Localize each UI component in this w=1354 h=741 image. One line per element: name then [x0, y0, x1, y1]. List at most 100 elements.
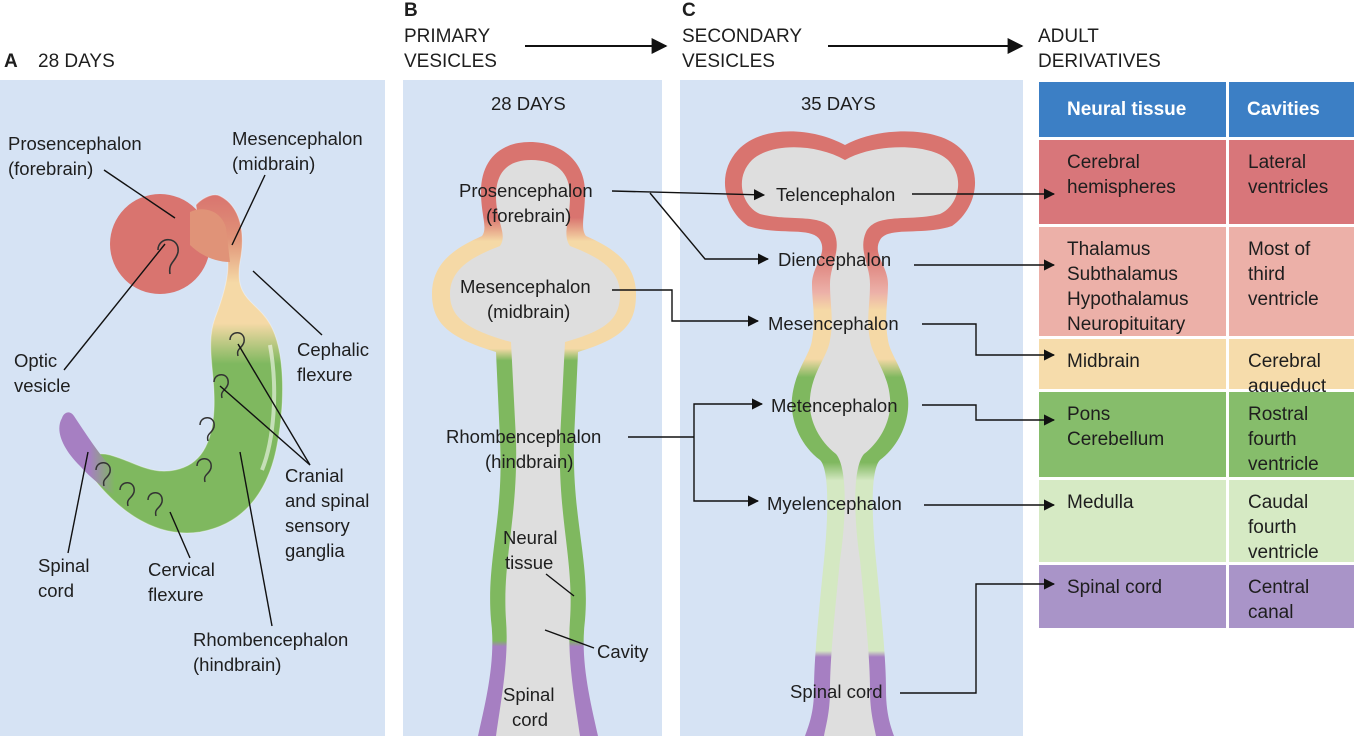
table-cell-cavity-bg	[1229, 227, 1354, 336]
table-cell-cavity-text: ventricle	[1248, 454, 1319, 475]
table-cell-cavity-bg	[1229, 140, 1354, 224]
b-spinal-cord-label-1: Spinal	[503, 684, 554, 705]
arrow-spinal-cord-spinal	[900, 578, 1056, 694]
embryo-spinal-cord	[59, 412, 160, 506]
table-cell-neural-text: Midbrain	[1067, 351, 1140, 372]
panel-c-age: 35 DAYS	[801, 93, 876, 114]
table-cell-cavity-text: third	[1248, 264, 1285, 285]
table-cell-cavity-bg	[1229, 565, 1354, 628]
table-cell-neural-bg	[1039, 227, 1226, 336]
panel-c-title-line-1: SECONDARY	[682, 26, 802, 47]
derivatives-table: Neural tissue Cavities Cerebral hemispher…	[1039, 82, 1354, 628]
b-rhombencephalon-label-1: Rhombencephalon	[446, 426, 601, 447]
panel-a-embryo	[59, 194, 283, 534]
a-mesencephalon-label-2: (midbrain)	[232, 153, 315, 174]
table-cell-neural-text: Hypothalamus	[1067, 289, 1188, 310]
table-header-cavities-text: Cavities	[1247, 99, 1320, 120]
panel-a-background	[0, 80, 385, 736]
arrow-mesencephalon-midbrain	[922, 323, 1056, 361]
table-cell-cavity-text: canal	[1248, 602, 1293, 623]
arrow-mesencephalon-mesencephalon	[612, 289, 760, 327]
a-prosencephalon-label-1: Prosencephalon	[8, 133, 142, 154]
table-cell-cavity-text: ventricle	[1248, 289, 1319, 310]
arrow-prosencephalon-telencephalon	[611, 189, 766, 201]
table-cell-cavity-text: ventricles	[1248, 177, 1328, 198]
a-ganglia-label-2: and spinal	[285, 490, 369, 511]
b-prosencephalon-label-1: Prosencephalon	[459, 180, 593, 201]
table-cell-cavity-text: Caudal	[1248, 492, 1308, 513]
table-cell-neural-text: Pons	[1067, 404, 1110, 425]
b-prosencephalon-label-2: (forebrain)	[486, 205, 571, 226]
table-cell-neural-bg	[1039, 392, 1226, 477]
a-cervical-flexure-label-1: Cervical	[148, 559, 215, 580]
table-cell-cavity-bg	[1229, 339, 1354, 389]
a-ganglia-label-3: sensory	[285, 515, 351, 536]
panel-b-letter: B	[404, 0, 418, 21]
panel-a-leader-lines	[63, 169, 323, 627]
panel-c-cavity	[741, 147, 959, 736]
table-cell-neural-bg	[1039, 140, 1226, 224]
panel-c-title-line-2: VESICLES	[682, 51, 775, 72]
connector-arrows	[611, 188, 1056, 694]
table-cell-cavity-text: aqueduct	[1248, 376, 1327, 397]
b-rhombencephalon-label-2: (hindbrain)	[485, 451, 573, 472]
b-neural-tissue-label-2: tissue	[505, 552, 553, 573]
a-cephalic-flexure-label-1: Cephalic	[297, 339, 369, 360]
c-metencephalon-label: Metencephalon	[771, 395, 898, 416]
table-cell-cavity-text: fourth	[1248, 429, 1297, 450]
table-cell-cavity-text: ventricle	[1248, 542, 1319, 563]
a-prosencephalon-label-2: (forebrain)	[8, 158, 93, 179]
b-spinal-cord-label-2: cord	[512, 709, 548, 730]
a-rhombencephalon-label-1: Rhombencephalon	[193, 629, 348, 650]
table-cell-neural-bg	[1039, 480, 1226, 562]
table-cell-neural-text: Subthalamus	[1067, 264, 1178, 285]
c-diencephalon-label: Diencephalon	[778, 249, 891, 270]
a-cervical-flexure-label-2: flexure	[148, 584, 204, 605]
panel-d-title-line-2: DERIVATIVES	[1038, 51, 1161, 72]
embryo-body	[88, 194, 283, 534]
a-cephalic-flexure-label-2: flexure	[297, 364, 353, 385]
panel-d-title-line-1: ADULT	[1038, 26, 1099, 47]
table-cell-cavity-text: Rostral	[1248, 404, 1308, 425]
c-myelencephalon-label: Myelencephalon	[767, 493, 902, 514]
b-neural-tissue-label-1: Neural	[503, 527, 558, 548]
panel-a-title: 28 DAYS	[38, 51, 115, 72]
panel-a-letter: A	[4, 51, 18, 72]
table-cell-neural-text: Cerebral	[1067, 152, 1140, 173]
table-cell-neural-text: Cerebellum	[1067, 429, 1164, 450]
table-cell-cavity-text: Cerebral	[1248, 351, 1321, 372]
table-cell-neural-text: Spinal cord	[1067, 577, 1162, 598]
a-optic-vesicle-label-2: vesicle	[14, 375, 71, 396]
panel-b-cavity	[450, 160, 620, 736]
panel-c-vesicles	[724, 131, 976, 736]
table-header-neural-text: Neural tissue	[1067, 99, 1186, 120]
a-spinal-cord-label-1: Spinal	[38, 555, 89, 576]
table-cell-cavity-text: Lateral	[1248, 152, 1306, 173]
table-cell-cavity-text: Central	[1248, 577, 1309, 598]
ganglia-shapes	[95, 332, 245, 517]
arrow-prosencephalon-diencephalon	[649, 192, 770, 265]
table-rows: Cerebral hemispheres Lateral ventriclesThal…	[1039, 140, 1354, 628]
table-cell-cavity-text: Most of	[1248, 239, 1311, 260]
table-cell-cavity-text: fourth	[1248, 517, 1297, 538]
c-mesencephalon-label: Mesencephalon	[768, 313, 899, 334]
b-mesencephalon-label-2: (midbrain)	[487, 301, 570, 322]
table-cell-neural-text: Thalamus	[1067, 239, 1150, 260]
arrow-rhombencephalon-metencephalon	[693, 398, 764, 437]
a-mesencephalon-label-1: Mesencephalon	[232, 128, 363, 149]
optic-vesicle-shape	[157, 238, 179, 275]
table-cell-neural-text: hemispheres	[1067, 177, 1176, 198]
panel-b-title-line-1: PRIMARY	[404, 26, 491, 47]
embryo-forebrain-neck	[190, 209, 230, 262]
table-cell-cavity-bg	[1229, 392, 1354, 477]
table-header-neural	[1039, 82, 1226, 137]
table-cell-neural-bg	[1039, 339, 1226, 389]
panel-b-vesicles	[432, 142, 636, 736]
a-ganglia-label-1: Cranial	[285, 465, 344, 486]
arrow-metencephalon-pons	[922, 404, 1056, 426]
panel-b-leader-lines	[544, 573, 595, 649]
table-cell-neural-text: Neuropituitary	[1067, 314, 1186, 335]
a-spinal-cord-label-2: cord	[38, 580, 74, 601]
panel-b-age: 28 DAYS	[491, 93, 566, 114]
